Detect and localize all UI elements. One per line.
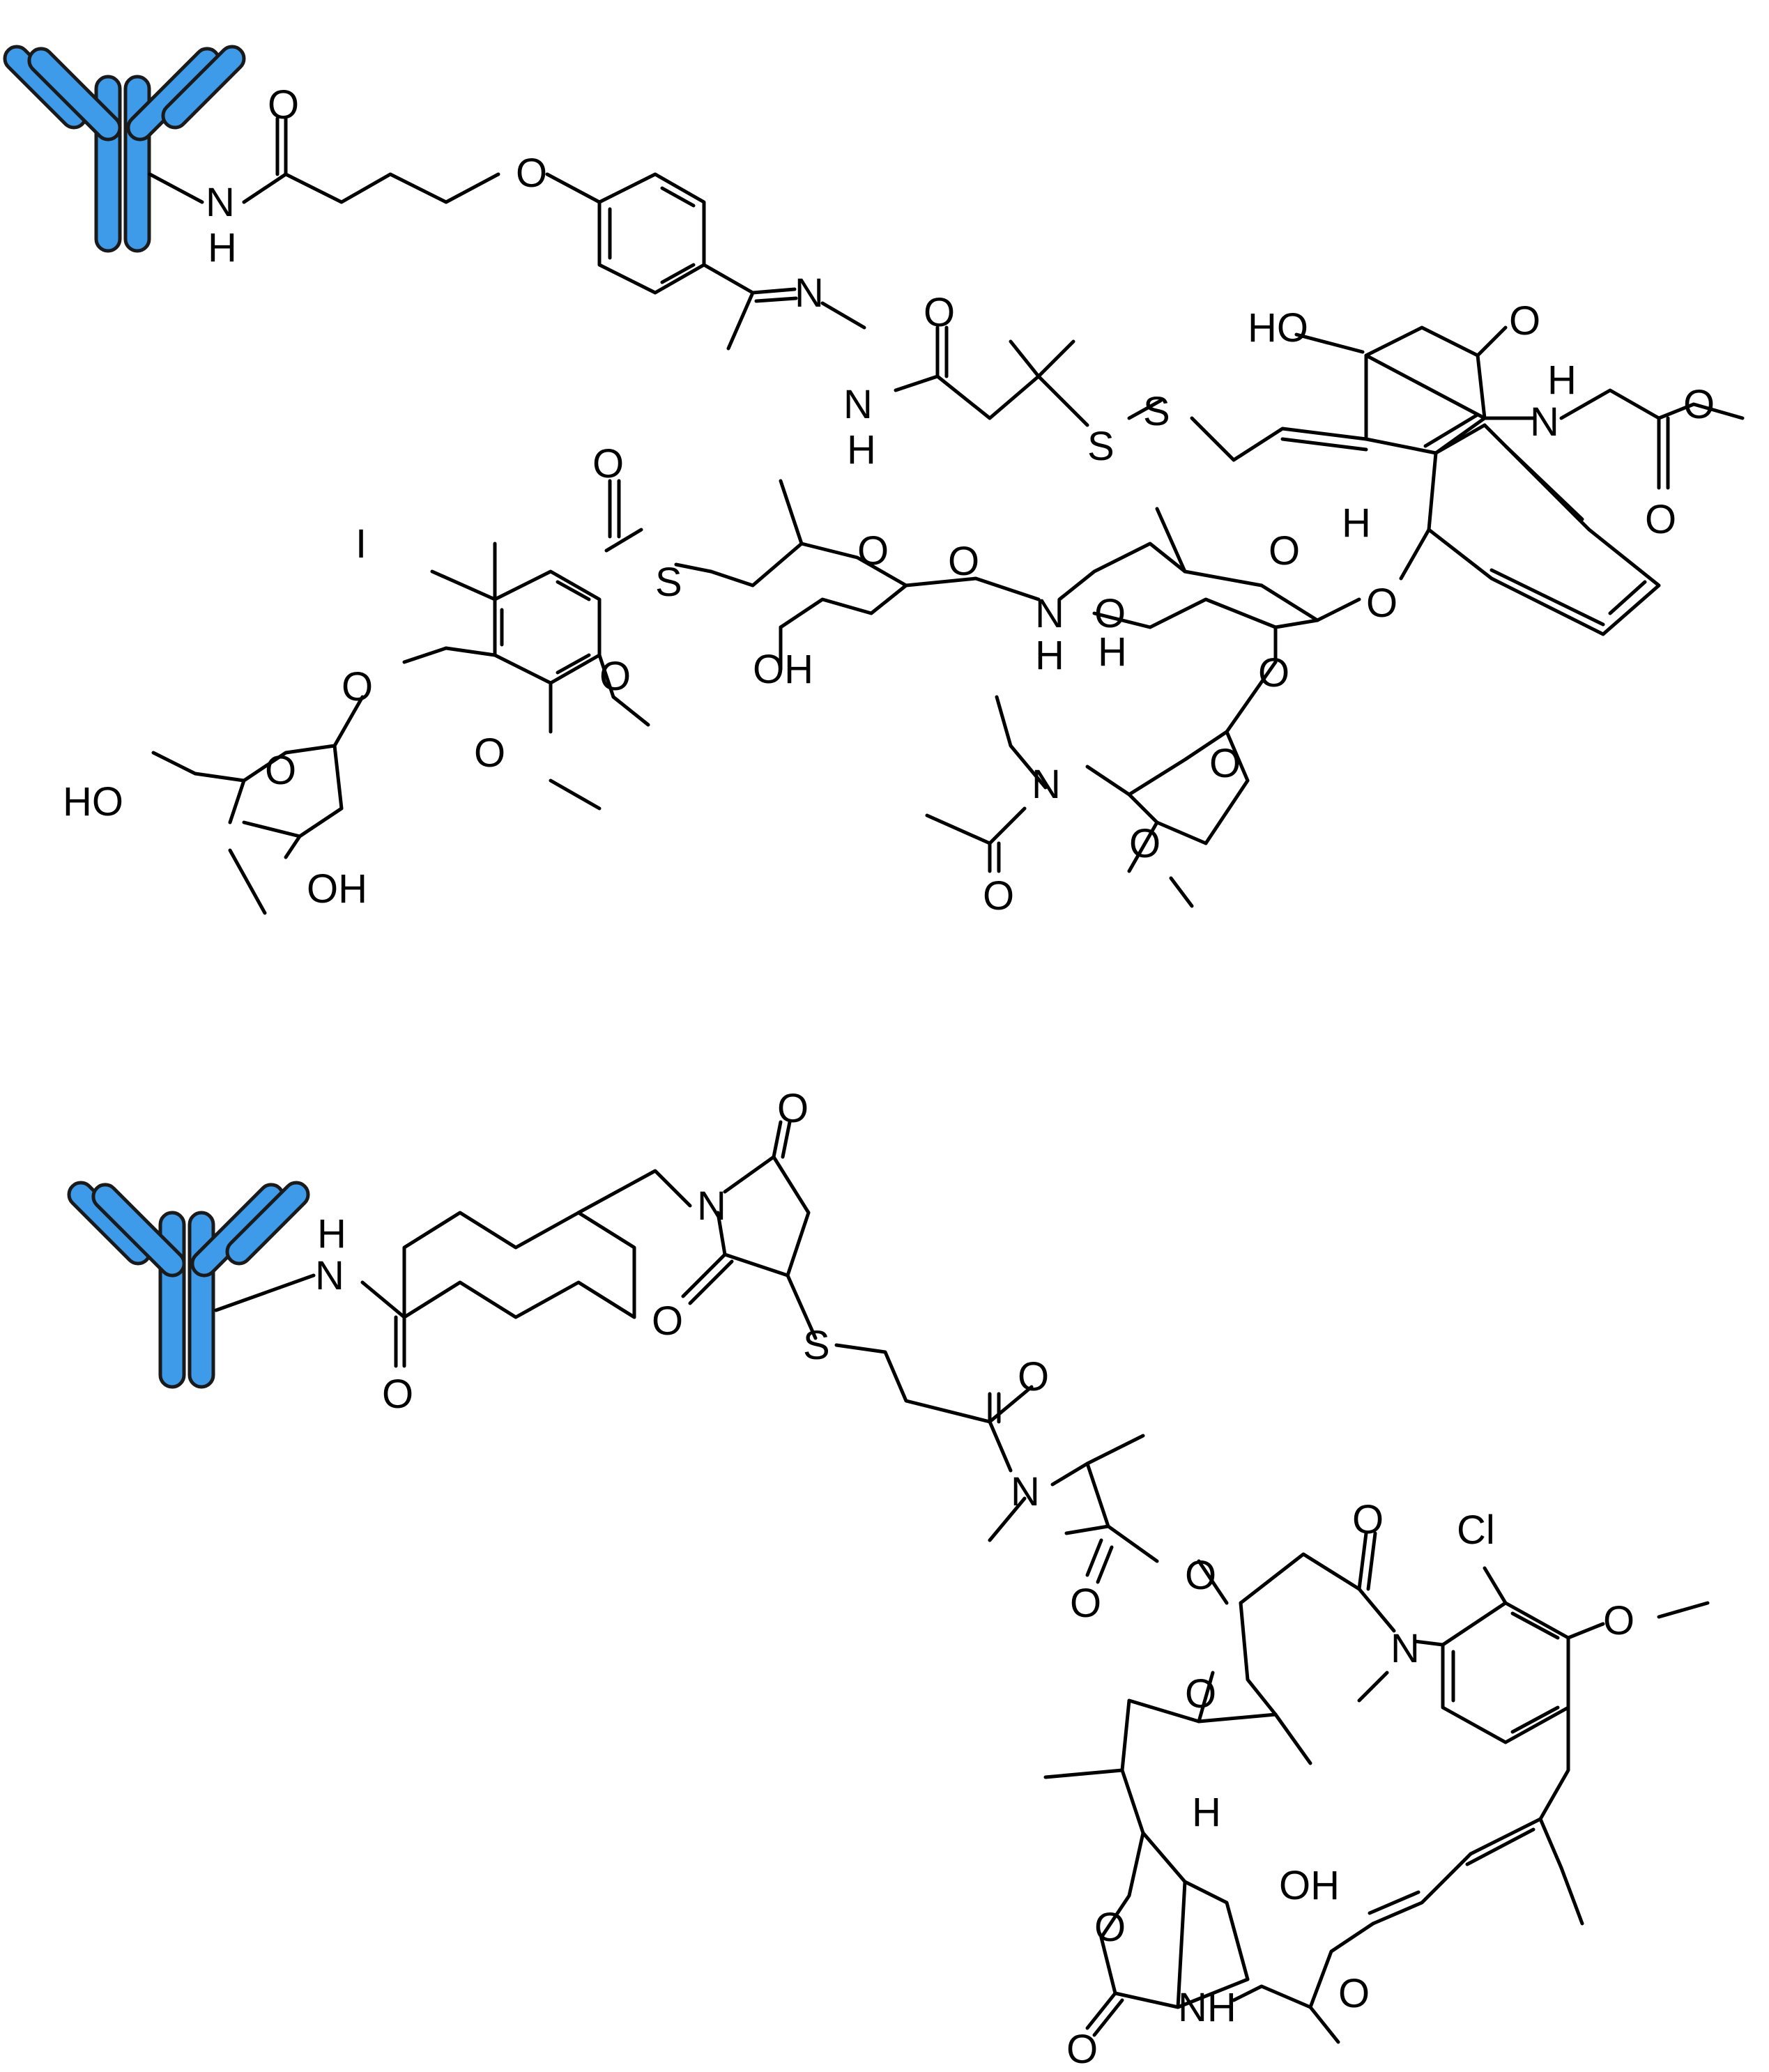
atom-label: O [1645, 497, 1676, 542]
atom-label: O [948, 539, 979, 584]
atom-label: O [1094, 1905, 1126, 1950]
calicheamicin-conjugate-labels: O N H O N N H O S S HO O N H O O H O O S… [63, 82, 1715, 919]
atom-label: N [697, 1183, 726, 1229]
atom-label: NH [1178, 1985, 1236, 2030]
atom-label: O [1352, 1497, 1384, 1542]
atom-label: O [1683, 382, 1715, 427]
atom-label: N [315, 1253, 344, 1298]
atom-label: O [1094, 591, 1126, 636]
atom-label: S [1143, 389, 1170, 434]
atom-label: N [1391, 1626, 1420, 1671]
atom-label: H [1342, 500, 1371, 546]
atom-label: O [857, 528, 889, 574]
atom-label: O [1258, 650, 1289, 696]
atom-label: O [1509, 298, 1540, 344]
atom-label: O [265, 748, 296, 793]
atom-label: OH [753, 647, 813, 692]
atom-label: H [1192, 1790, 1221, 1835]
atom-label: O [382, 1372, 413, 1417]
atom-label: O [983, 873, 1014, 919]
atom-label: O [1338, 1971, 1370, 2016]
atom-label: N [1530, 399, 1559, 445]
atom-label: O [1018, 1354, 1049, 1399]
atom-label: N [795, 270, 824, 316]
antibody-icon [67, 1181, 310, 1389]
atom-label: O [924, 290, 955, 335]
maytansinoid-conjugate-bonds [214, 1120, 1710, 2044]
atom-label: O [1269, 528, 1300, 574]
maytansinoid-conjugate-labels: N H O O N O S O N O O O Cl O N O H OH O … [315, 1086, 1634, 2072]
antibody-icon [3, 45, 246, 253]
atom-label: N [206, 180, 235, 225]
atom-label: O [1185, 1671, 1216, 1717]
atom-label: O [474, 730, 505, 776]
atom-label: HO [63, 779, 123, 824]
atom-label: O [1209, 741, 1241, 786]
atom-label: O [1603, 1598, 1634, 1643]
atom-label: HO [1248, 305, 1308, 351]
atom-label: O [268, 82, 299, 128]
atom-label: O [516, 151, 547, 196]
atom-label: Cl [1457, 1507, 1495, 1553]
atom-label: H [1547, 358, 1577, 403]
atom-label: H [1098, 629, 1127, 675]
atom-label: OH [1279, 1863, 1340, 1908]
atom-label: O [1070, 1581, 1101, 1626]
atom-label: O [777, 1086, 809, 1131]
atom-label: H [208, 225, 237, 270]
atom-label: H [847, 427, 876, 473]
calicheamicin-conjugate-bonds [148, 116, 1745, 915]
atom-label: O [1066, 2027, 1098, 2072]
atom-label: S [803, 1323, 830, 1368]
atom-label: S [655, 560, 682, 605]
atom-label: OH [307, 866, 367, 912]
atom-label: H [317, 1211, 346, 1257]
atom-label: O [592, 441, 624, 486]
atom-label: O [1185, 1553, 1216, 1598]
atom-label: O [1366, 581, 1397, 626]
atom-label: O [342, 664, 373, 709]
atom-label: N [1032, 762, 1061, 807]
atom-label: O [599, 654, 631, 699]
atom-label: S [1087, 424, 1115, 469]
atom-label: N [843, 382, 873, 427]
atom-label: N [1035, 591, 1064, 636]
atom-label: I [355, 521, 367, 567]
atom-label: N [1011, 1469, 1040, 1514]
atom-label: H [1035, 633, 1064, 678]
atom-label: O [652, 1298, 683, 1344]
atom-label: O [1129, 821, 1161, 866]
